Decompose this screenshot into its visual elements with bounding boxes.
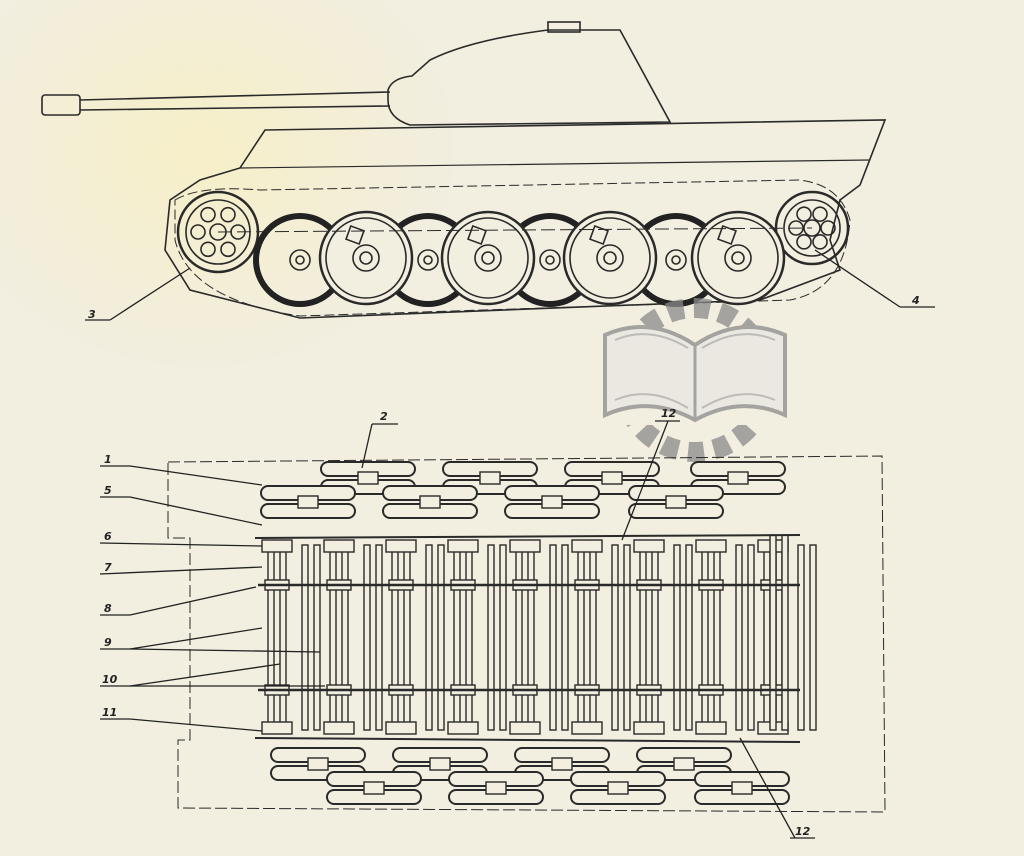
outer-road-wheel xyxy=(318,210,414,306)
label-12-lower: 12 xyxy=(795,825,811,838)
outer-road-wheel xyxy=(440,210,536,306)
outer-road-wheel xyxy=(562,210,658,306)
track-link xyxy=(487,544,507,731)
track-link xyxy=(549,544,569,731)
road-wheel-plan xyxy=(628,485,724,519)
label-10: 10 xyxy=(102,673,118,686)
label-1: 1 xyxy=(104,453,112,466)
leader-lines xyxy=(85,249,935,839)
hull-outline-dashed xyxy=(167,455,886,813)
road-wheel-plan xyxy=(260,485,356,519)
road-wheel-plan xyxy=(448,771,544,805)
road-wheels xyxy=(176,190,850,307)
book-gear-logo-icon xyxy=(600,298,790,462)
label-3: 3 xyxy=(88,308,96,321)
track-link xyxy=(323,539,355,735)
cupola xyxy=(547,21,581,33)
track-link xyxy=(633,539,665,735)
road-wheel-plan xyxy=(270,747,366,781)
side-view xyxy=(41,21,887,319)
road-wheel-plan xyxy=(570,771,666,805)
road-wheel-plan xyxy=(326,771,422,805)
label-9: 9 xyxy=(104,636,112,649)
track-link xyxy=(611,544,631,731)
label-12-upper: 12 xyxy=(661,407,677,420)
track-link xyxy=(363,544,383,731)
track-link xyxy=(509,539,541,735)
turret xyxy=(387,29,672,126)
track-link xyxy=(735,544,755,731)
label-2: 2 xyxy=(380,410,388,423)
track-assembly xyxy=(254,461,817,805)
label-5: 5 xyxy=(104,484,112,497)
road-wheel-plan xyxy=(504,485,600,519)
track-link xyxy=(385,539,417,735)
label-4: 4 xyxy=(911,294,920,307)
label-7: 7 xyxy=(104,561,112,574)
road-wheel-plan xyxy=(694,771,790,805)
hull xyxy=(164,119,887,319)
track-link xyxy=(673,544,693,731)
label-6: 6 xyxy=(104,530,112,543)
label-8: 8 xyxy=(104,602,112,615)
plan-view xyxy=(167,455,886,813)
track-link xyxy=(797,544,817,731)
track-link xyxy=(261,539,293,735)
track-link xyxy=(301,544,321,731)
outer-road-wheel xyxy=(690,210,786,306)
track-link xyxy=(425,544,445,731)
part-labels: 3 4 2 12 12 1 5 6 7 8 9 10 11 xyxy=(88,294,920,838)
track-link xyxy=(695,539,727,735)
road-wheel-plan xyxy=(690,461,786,495)
gun-barrel xyxy=(41,91,391,116)
track-link xyxy=(571,539,603,735)
road-wheel-plan xyxy=(382,485,478,519)
track-link xyxy=(447,539,479,735)
label-11: 11 xyxy=(102,706,117,719)
